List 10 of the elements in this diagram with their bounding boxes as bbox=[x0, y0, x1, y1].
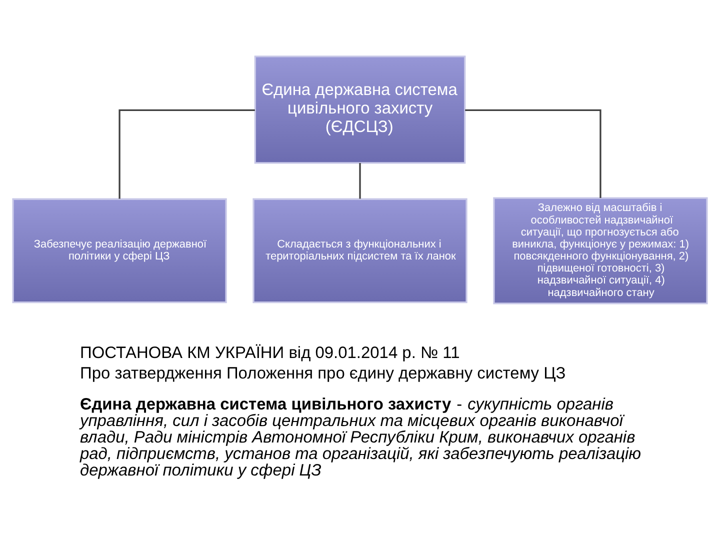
node-box: Складається з функціональних і територіальних підсистем та їх ланок bbox=[252, 198, 468, 303]
node-box: Забезпечує реалізацію державної політики у сфері ЦЗ bbox=[12, 198, 227, 303]
connector bbox=[359, 162, 361, 198]
node-box: Залежно від масштабів і особливостей надзвичайної ситуації, що прогнозується або виникла, функціонує у режимах: 1) повсякденного функціонування, 2) підвищеної готовності, 3) надзвичайної ситуації, 4) надзвичайного стану bbox=[493, 196, 708, 304]
label: Єдина державна система цивільного захисту - сукупність органів управління, сил і засобів центральних та місцевих органів виконавчої влади, Ради міністрів Автономної Республіки Крим, виконавчих органів рад, підприємств, установ та організацій, які забезпечують реалізацію державної політики у сфері ЦЗ bbox=[80, 394, 642, 479]
node-box: Єдина державна система цивільного захисту (ЄДСЦЗ) bbox=[254, 55, 466, 164]
label: Про затвердження Положення про єдину державну систему ЦЗ bbox=[80, 364, 566, 382]
label: ПОСТАНОВА КМ УКРАЇНИ від 09.01.2014 р. № 11 bbox=[80, 343, 460, 362]
connector bbox=[118, 108, 255, 198]
connector bbox=[465, 108, 602, 198]
